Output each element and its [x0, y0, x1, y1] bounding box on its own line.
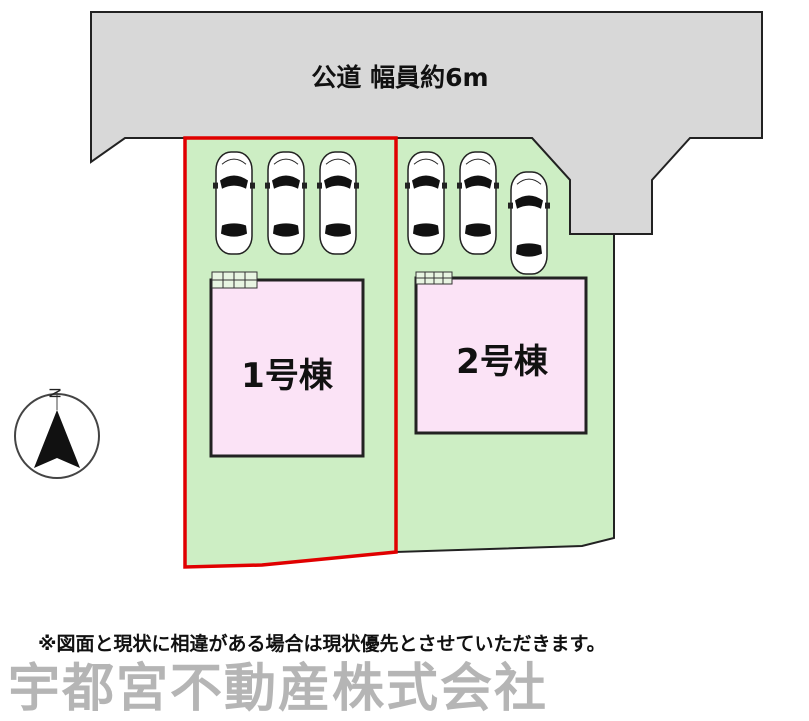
- compass-north-label: N: [45, 387, 64, 399]
- entrance-grid-2: [415, 271, 453, 285]
- car-icon: [317, 151, 359, 255]
- car-icon: [213, 151, 255, 255]
- disclaimer-note: ※図面と現状に相違がある場合は現状優先とさせていただきます。: [38, 633, 606, 655]
- car-icon: [405, 151, 447, 255]
- car-icon: [508, 171, 550, 275]
- road-label: 公道 幅員約6m: [311, 63, 489, 92]
- car-icon: [265, 151, 307, 255]
- parking-cars: [213, 151, 550, 275]
- house-2: [414, 276, 588, 435]
- company-watermark: 宇都宮不動産株式会社: [8, 659, 549, 719]
- lot-1-label: 1号棟: [241, 356, 333, 396]
- entrance-grid-1: [211, 271, 258, 289]
- car-icon: [457, 151, 499, 255]
- north-compass: [14, 392, 100, 479]
- lot-2-label: 2号棟: [456, 342, 548, 382]
- house-1: [209, 278, 365, 458]
